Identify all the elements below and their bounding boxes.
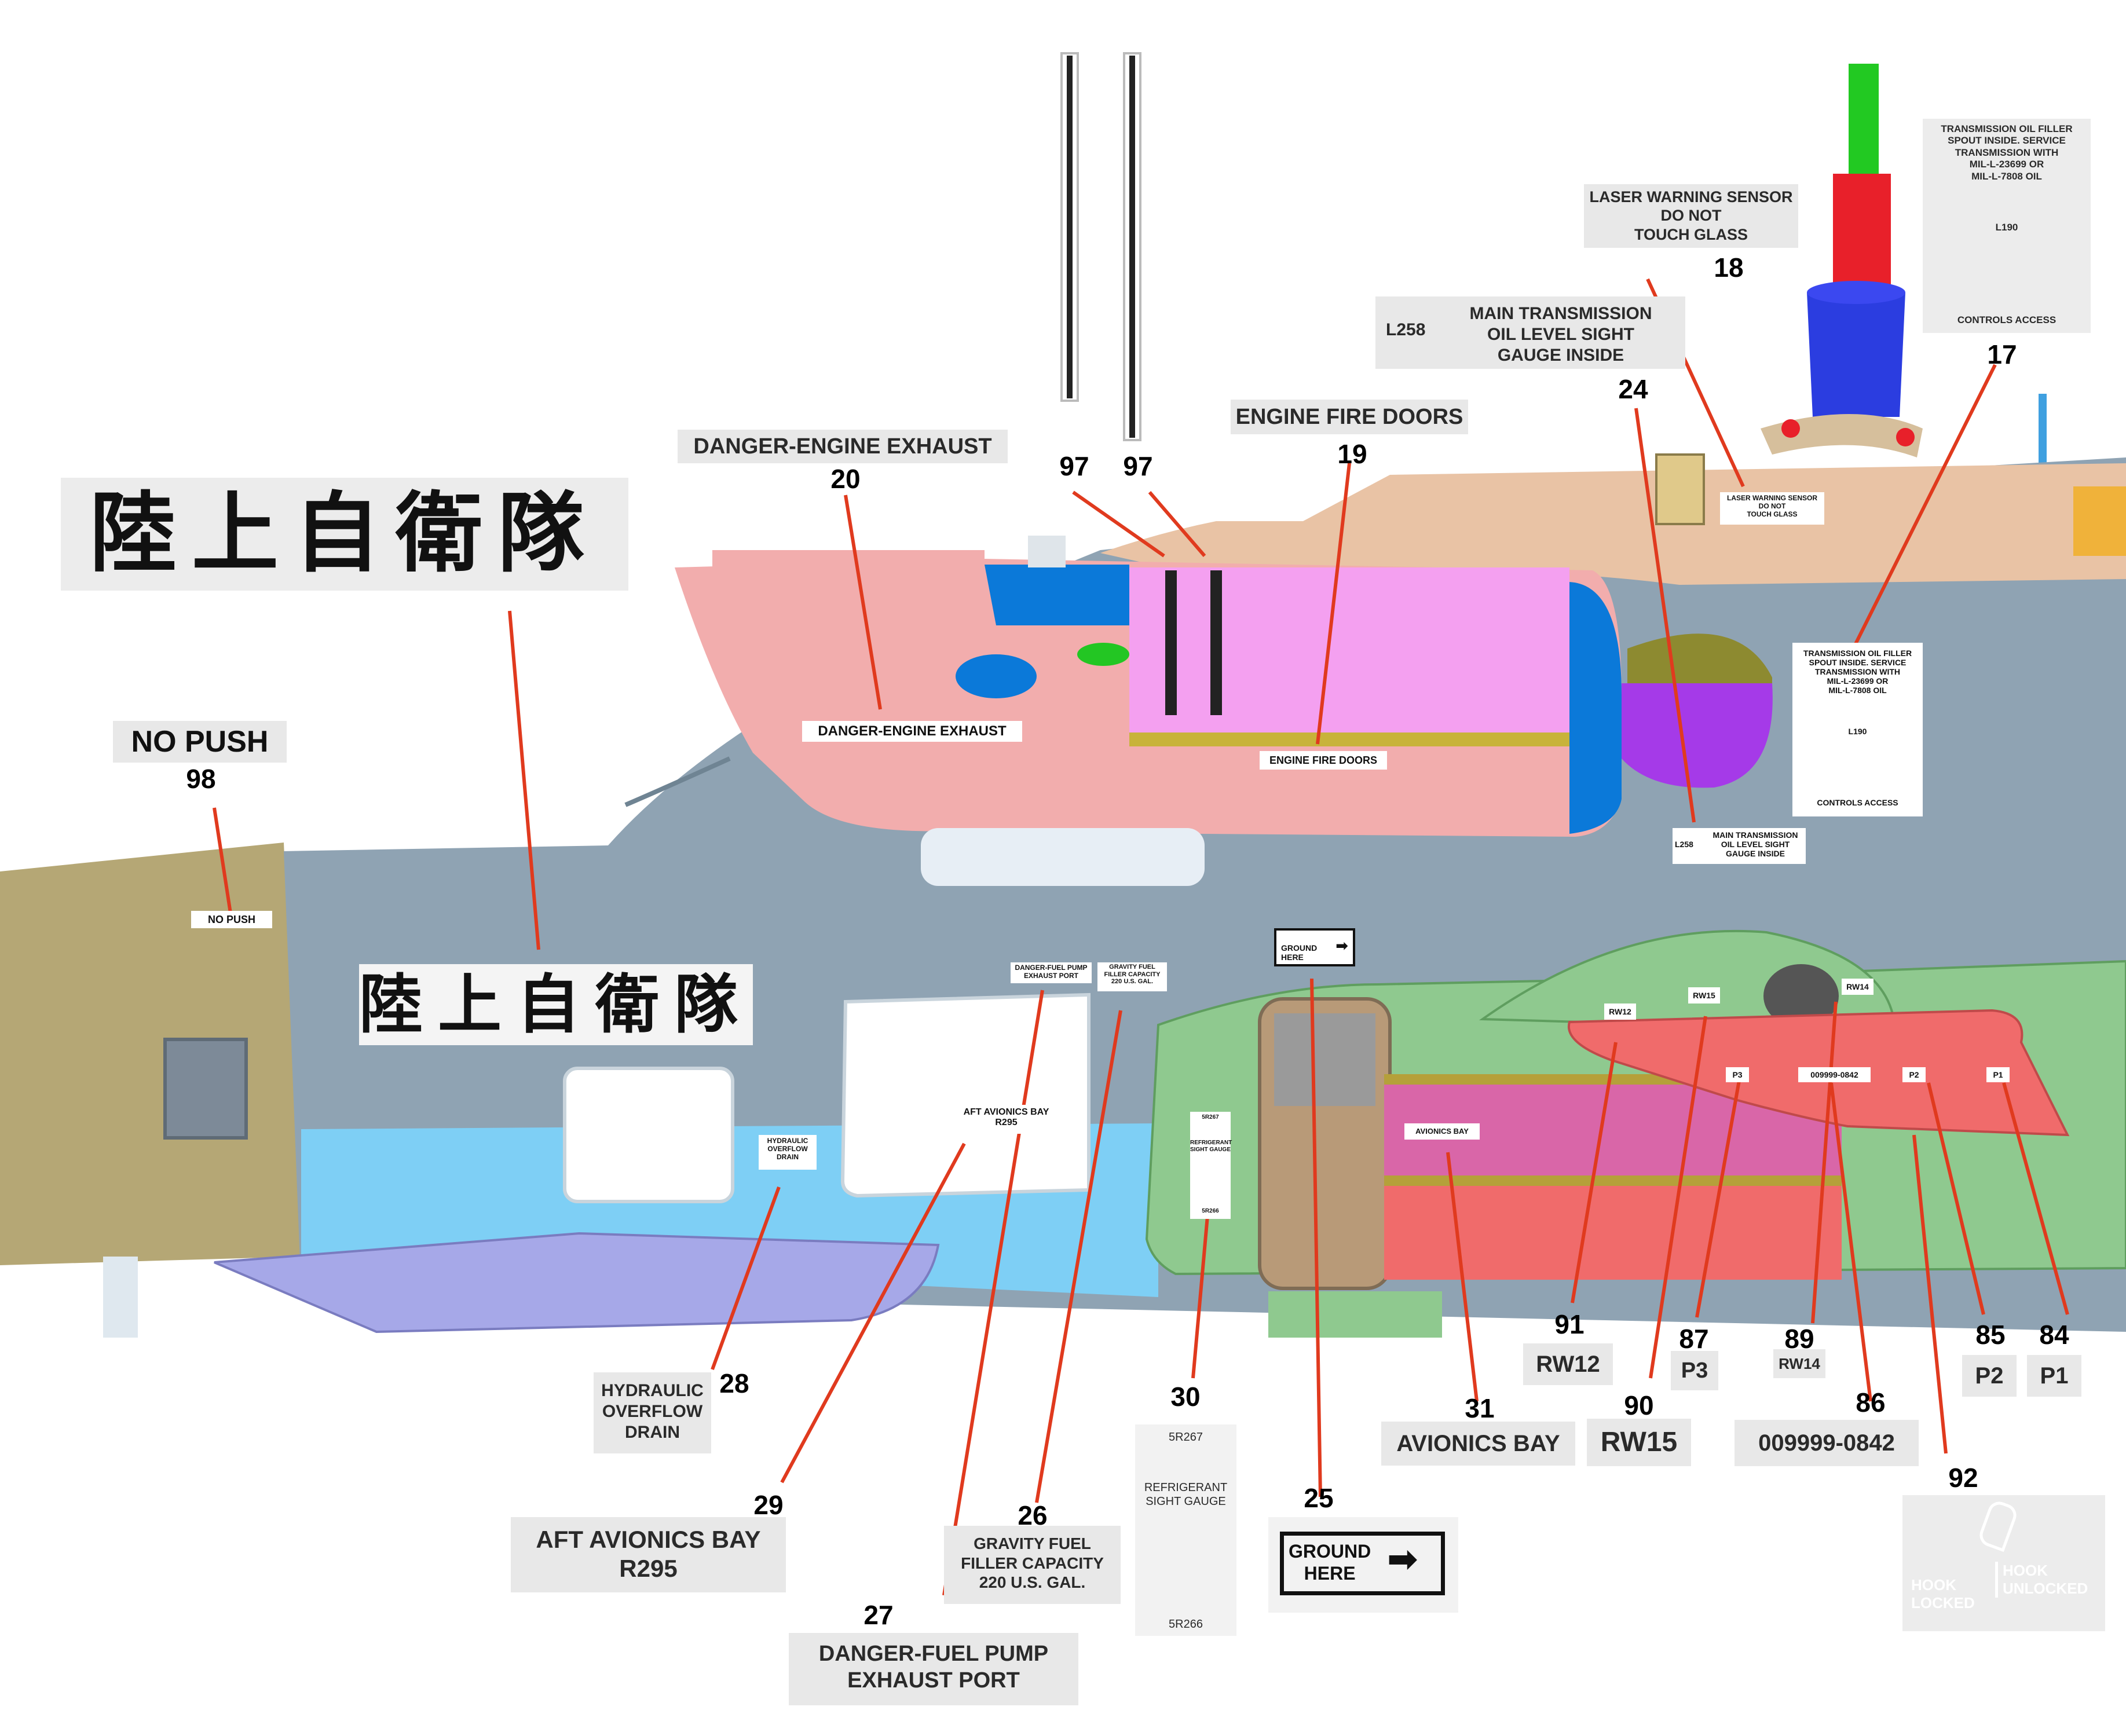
- laser-warning-label: LASER WARNING SENSOR DO NOT TOUCH GLASS: [1584, 184, 1798, 248]
- engine-fire-doors-decal: ENGINE FIRE DOORS: [1260, 751, 1387, 770]
- callout-29: 29: [753, 1490, 784, 1520]
- hook-unlocked-text: HOOK UNLOCKED: [1995, 1562, 2107, 1598]
- ground-here-decal: GROUND HERE ➡: [1274, 928, 1355, 966]
- leader-lines: [213, 278, 2069, 1596]
- engine-bay: [1129, 567, 1569, 737]
- callout-91: 91: [1554, 1309, 1585, 1339]
- callout-17: 17: [1987, 339, 2017, 369]
- ground-here-decal-text: GROUND HERE: [1281, 943, 1318, 962]
- aft-avionics-bay-label: AFT AVIONICS BAY R295: [511, 1517, 786, 1592]
- main-transmission-label: L258 MAIN TRANSMISSION OIL LEVEL SIGHT G…: [1375, 296, 1685, 369]
- callout-26: 26: [1018, 1500, 1048, 1530]
- refrigerant-label-bottom: 5R266: [1169, 1618, 1203, 1631]
- callout-85: 85: [1975, 1320, 2006, 1350]
- callout-25: 25: [1304, 1483, 1334, 1513]
- callout-92: 92: [1948, 1463, 1978, 1493]
- main-transmission-text: MAIN TRANSMISSION OIL LEVEL SIGHT GAUGE …: [1469, 304, 1652, 365]
- tail-boom: [0, 843, 301, 1265]
- rw15-decal: RW15: [1688, 987, 1720, 1003]
- rw15-label: RW15: [1587, 1419, 1691, 1466]
- p3-label: P3: [1671, 1351, 1718, 1390]
- main-transmission-code: L258: [1386, 320, 1426, 339]
- transmission-oil-filler-text: TRANSMISSION OIL FILLER SPOUT INSIDE. SE…: [1941, 123, 2073, 182]
- gravity-fuel-decal: GRAVITY FUEL FILLER CAPACITY 220 U.S. GA…: [1097, 962, 1167, 991]
- jgsdf-decal-large: 陸上自衛隊: [61, 478, 628, 591]
- callout-97-b: 97: [1123, 451, 1153, 481]
- danger-engine-exhaust-decal: DANGER-ENGINE EXHAUST: [802, 721, 1022, 742]
- transmission-oil-code: L190: [1995, 222, 2018, 233]
- controls-access-decal-text: CONTROLS ACCESS: [1817, 798, 1898, 807]
- p1-decal: P1: [1986, 1067, 2010, 1082]
- danger-fuel-pump-decal: DANGER-FUEL PUMP EXHAUST PORT: [1011, 962, 1092, 983]
- refrigerant-label-top: 5R267: [1169, 1431, 1203, 1444]
- p1-label: P1: [2027, 1355, 2081, 1397]
- callout-89: 89: [1784, 1324, 1814, 1354]
- transmission-oil-filler-decal: TRANSMISSION OIL FILLER SPOUT INSIDE. SE…: [1792, 643, 1923, 816]
- p2-label: P2: [1962, 1355, 2017, 1397]
- callout-98: 98: [186, 764, 216, 794]
- controls-access-text: CONTROLS ACCESS: [1957, 314, 2057, 325]
- transmission-oil-filler-decal-text: TRANSMISSION OIL FILLER SPOUT INSIDE. SE…: [1803, 649, 1912, 695]
- callout-28: 28: [719, 1368, 749, 1398]
- main-transmission-decal: L258 MAIN TRANSMISSION OIL LEVEL SIGHT G…: [1673, 828, 1806, 864]
- refrigerant-decal: 5R267 REFRIGERANT SIGHT GAUGE 5R266: [1190, 1112, 1232, 1219]
- danger-engine-exhaust-label: DANGER-ENGINE EXHAUST: [678, 430, 1008, 463]
- callout-27: 27: [863, 1600, 894, 1630]
- ground-here-text: GROUND HERE: [1289, 1541, 1371, 1584]
- transmission-oil-filler-label: TRANSMISSION OIL FILLER SPOUT INSIDE. SE…: [1923, 119, 2091, 333]
- refrigerant-decal-text: REFRIGERANT SIGHT GAUGE: [1190, 1140, 1232, 1153]
- callout-90: 90: [1624, 1390, 1654, 1420]
- engine-fire-doors-label: ENGINE FIRE DOORS: [1231, 400, 1468, 434]
- p3-decal: P3: [1726, 1067, 1749, 1082]
- rw14-label: RW14: [1773, 1349, 1825, 1378]
- refrigerant-label: 5R267 REFRIGERANT SIGHT GAUGE 5R266: [1135, 1424, 1236, 1636]
- access-panel-left: [563, 1067, 734, 1203]
- refrigerant-decal-bottom: 5R266: [1202, 1208, 1219, 1214]
- callout-18: 18: [1714, 252, 1744, 283]
- p2-decal: P2: [1902, 1067, 1926, 1082]
- callout-30: 30: [1170, 1382, 1201, 1412]
- lower-fairing: [214, 1232, 940, 1334]
- ground-here-label: GROUND HERE ➡: [1268, 1517, 1458, 1613]
- part-no-decal: 009999-0842: [1798, 1067, 1871, 1082]
- rw14-decal: RW14: [1842, 979, 1873, 995]
- hydraulic-overflow-label: HYDRAULIC OVERFLOW DRAIN: [594, 1372, 711, 1453]
- callout-20: 20: [830, 464, 861, 494]
- jgsdf-decal-fuselage: 陸上自衛隊: [359, 964, 753, 1045]
- main-transmission-decal-code: L258: [1675, 840, 1693, 849]
- no-push-decal: NO PUSH: [191, 911, 272, 928]
- avionics-bay-decal: AVIONICS BAY: [1404, 1123, 1480, 1140]
- transmission-oil-filler-decal-code: L190: [1848, 727, 1867, 736]
- no-push-label: NO PUSH: [113, 721, 287, 763]
- rw12-decal: RW12: [1604, 1003, 1636, 1020]
- rw12-label: RW12: [1523, 1343, 1613, 1385]
- refrigerant-decal-top: 5R267: [1202, 1114, 1219, 1120]
- main-transmission-decal-text: MAIN TRANSMISSION OIL LEVEL SIGHT GAUGE …: [1712, 830, 1798, 859]
- rotor-mast: [1849, 64, 1879, 180]
- callout-87: 87: [1679, 1324, 1709, 1354]
- aft-avionics-bay-decal: AFT AVIONICS BAY R295: [953, 1105, 1060, 1134]
- refrigerant-label-text: REFRIGERANT SIGHT GAUGE: [1144, 1481, 1228, 1508]
- avionics-bay-label: AVIONICS BAY: [1381, 1422, 1575, 1466]
- hydraulic-overflow-decal: HYDRAULIC OVERFLOW DRAIN: [759, 1135, 817, 1170]
- callout-84: 84: [2039, 1320, 2069, 1350]
- ground-here-decal-arrow-icon: ➡: [1335, 937, 1348, 954]
- hook-label: HOOK LOCKED HOOK UNLOCKED: [1902, 1495, 2105, 1631]
- transmission-deck: [1100, 463, 2126, 585]
- hook-icon: [1976, 1498, 2020, 1552]
- ground-here-frame: [1280, 1532, 1445, 1595]
- gravity-fuel-label: GRAVITY FUEL FILLER CAPACITY 220 U.S. GA…: [944, 1526, 1121, 1604]
- access-panel-aft-avionics: [840, 992, 1091, 1198]
- laser-warning-decal: LASER WARNING SENSOR DO NOT TOUCH GLASS: [1720, 492, 1824, 525]
- callout-86: 86: [1856, 1387, 1886, 1418]
- callout-19: 19: [1337, 439, 1367, 469]
- hook-locked-text: HOOK LOCKED: [1911, 1576, 1975, 1612]
- callout-31: 31: [1465, 1393, 1495, 1423]
- callout-97-a: 97: [1059, 451, 1089, 481]
- callout-24: 24: [1618, 374, 1648, 404]
- danger-fuel-pump-label: DANGER-FUEL PUMP EXHAUST PORT: [789, 1633, 1078, 1705]
- ground-here-arrow-icon: ➡: [1387, 1538, 1418, 1580]
- part-no-label: 009999-0842: [1735, 1420, 1919, 1466]
